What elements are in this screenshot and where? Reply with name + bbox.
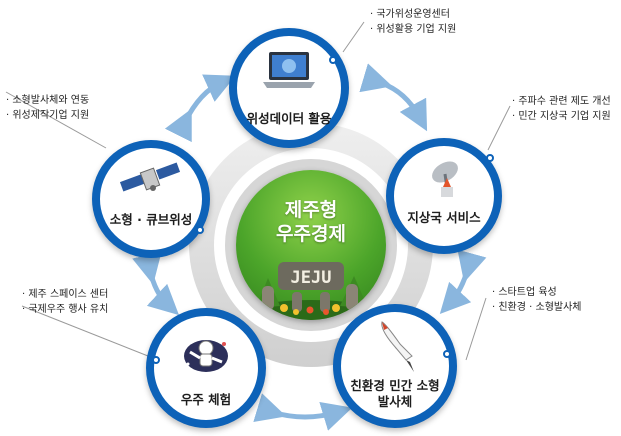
- center-circle: 제주형 우주경제 JEJU: [236, 170, 386, 320]
- rocket-icon: [381, 321, 414, 372]
- note-left: 소형발사체와 연동 위성제작기업 지원: [6, 93, 89, 123]
- node-space-experience: 우주 체험: [146, 308, 266, 428]
- jeju-badge: JEJU: [291, 268, 332, 288]
- node-satellite-data: 위성데이터 활용: [229, 28, 349, 148]
- node-dot: [196, 226, 204, 234]
- ground-station-dish-icon: [432, 161, 458, 197]
- node-dot: [486, 154, 494, 162]
- connector-left: [132, 252, 180, 316]
- node-label: 친환경 민간 소형 발사체: [350, 378, 440, 409]
- node-dot: [152, 356, 160, 364]
- node-label: 위성데이터 활용: [246, 111, 332, 126]
- connector-top-right: [359, 63, 428, 132]
- satellite-icon: [119, 162, 181, 192]
- node-small-cube-satellite: 소형 · 큐브위성: [92, 140, 210, 258]
- note-bottom-right: 스타트업 육성 친환경 · 소형발사체: [492, 285, 581, 315]
- leader-right: [487, 105, 511, 151]
- connector-top-left: [164, 74, 236, 143]
- node-label: 우주 체험: [180, 392, 232, 407]
- node-eco-launch-vehicle: 친환경 민간 소형 발사체: [333, 304, 457, 428]
- leader-bottom-right: [465, 297, 487, 361]
- node-ground-station: 지상국 서비스: [386, 138, 502, 254]
- node-label: 지상국 서비스: [407, 210, 481, 225]
- node-dot: [443, 350, 451, 358]
- center-title: 제주형 우주경제: [276, 199, 346, 245]
- node-dot: [329, 56, 337, 64]
- note-top: 국가위성운영센터 위성활용 기업 지원: [370, 7, 456, 37]
- note-right: 주파수 관련 제도 개선 민간 지상국 기업 지원: [512, 94, 610, 124]
- connector-right: [439, 249, 487, 315]
- satellite-data-laptop-icon: [263, 52, 315, 88]
- astronaut-icon: [184, 340, 228, 372]
- jeju-landscape-icon: JEJU: [241, 262, 381, 320]
- connector-bottom: [253, 393, 353, 431]
- leader-top: [342, 21, 365, 53]
- node-label: 소형 · 큐브위성: [109, 212, 193, 227]
- note-bottom-left: 제주 스페이스 센터 국제우주 행사 유치: [22, 287, 108, 317]
